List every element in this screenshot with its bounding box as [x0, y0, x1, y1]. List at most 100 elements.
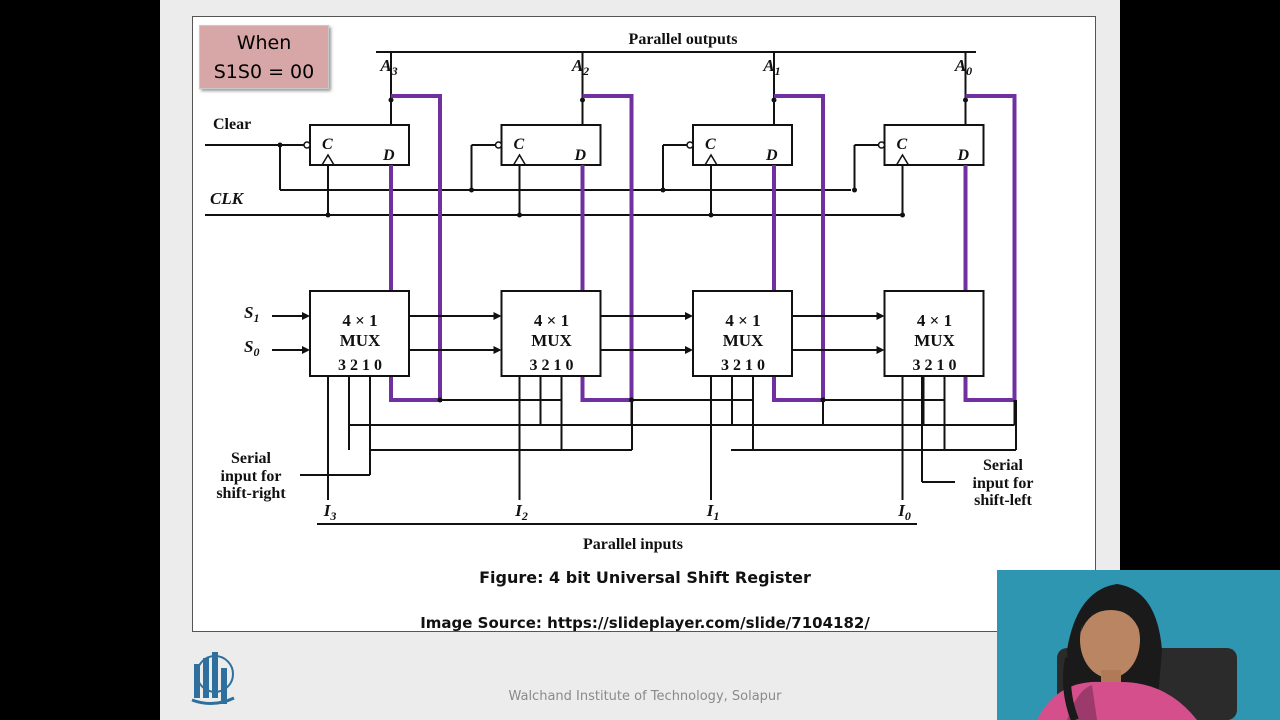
presenter-webcam [997, 570, 1280, 720]
mux-box [500, 290, 602, 377]
output-label-2: A1 [762, 56, 780, 78]
serial-left-line3: shift-left [974, 492, 1032, 509]
output-subscript: 0 [966, 64, 972, 78]
flipflop-c-label: C [514, 136, 525, 153]
output-letter: A [762, 56, 774, 75]
clear-bubble-icon [494, 141, 503, 149]
image-source: Image Source: https://slideplayer.com/sl… [420, 614, 870, 632]
clear-bubble-icon [877, 141, 886, 149]
institute-footer: Walchand Institute of Technology, Solapu… [508, 689, 782, 704]
institute-logo [191, 652, 235, 705]
s0-label: S0 [244, 337, 259, 359]
parallel-outputs-label: Parallel outputs [629, 31, 738, 48]
input-letter: I [897, 501, 906, 520]
arrow-icon [493, 346, 502, 354]
clear-label: Clear [213, 116, 251, 133]
input-letter: I [323, 501, 332, 520]
output-letter: A [571, 56, 583, 75]
output-subscript: 3 [391, 64, 398, 78]
flipflop-c-label: C [897, 136, 908, 153]
junction-dot [469, 187, 474, 193]
cross-connections [349, 376, 1017, 482]
flipflop-c-label: C [705, 136, 716, 153]
s1-label: S1 [244, 303, 259, 325]
flipflop-d-label: D [574, 147, 587, 164]
mux-line1: 4 × 1 [342, 311, 377, 330]
output-subscript: 2 [582, 64, 589, 78]
input-subscript: 3 [329, 509, 336, 523]
output-letter: A [954, 56, 966, 75]
condition-line2: S1S0 = 00 [213, 61, 315, 83]
s1-subscript: 1 [253, 311, 259, 325]
output-subscript: 1 [775, 64, 781, 78]
junction-dot [325, 212, 331, 218]
condition-box: When S1S0 = 00 [199, 25, 329, 89]
presenter-image [997, 570, 1280, 720]
flipflop-d-label: D [765, 147, 778, 164]
flipflop-c-label: C [322, 136, 333, 153]
serial-left-line1: Serial [983, 457, 1024, 474]
s0-arrow-icon [302, 346, 310, 354]
s0-subscript: 0 [253, 345, 259, 359]
arrow-icon [493, 312, 502, 320]
arrow-icon [685, 346, 693, 354]
figure-caption: Figure: 4 bit Universal Shift Register [479, 568, 811, 587]
condition-line1: When [236, 32, 292, 54]
junction-dot [963, 97, 968, 103]
junction-dot [437, 397, 443, 403]
junction-dot [852, 187, 857, 193]
mux-line2: MUX [340, 331, 381, 350]
junction-dot [277, 142, 283, 148]
junction-dot [820, 397, 826, 403]
flipflop-d-label: D [382, 147, 395, 164]
flipflop-d-label: D [957, 147, 970, 164]
input-subscript: 0 [905, 509, 911, 523]
junction-dot [708, 212, 714, 218]
output-label-3: A0 [954, 56, 972, 78]
mux-line1: 4 × 1 [534, 311, 569, 330]
mux-pins: 3 2 1 0 [530, 357, 574, 374]
mux-pins: 3 2 1 0 [913, 357, 957, 374]
mux-line1: 4 × 1 [725, 311, 760, 330]
input-label-0: I3 [323, 501, 337, 523]
input-subscript: 1 [713, 509, 719, 523]
input-label-2: I1 [706, 501, 720, 523]
output-label-0: A3 [379, 56, 397, 78]
mux-line2: MUX [723, 331, 764, 350]
output-label-1: A2 [571, 56, 589, 78]
serial-right-line3: shift-right [216, 485, 286, 502]
parallel-inputs-label: Parallel inputs [583, 536, 683, 553]
input-subscript: 2 [521, 509, 528, 523]
junction-dot [660, 187, 666, 193]
mux-box [309, 290, 410, 377]
arrow-icon [876, 312, 885, 320]
clk-label: CLK [210, 189, 245, 208]
arrow-icon [876, 346, 885, 354]
junction-dot [900, 212, 905, 218]
clear-bubble-icon [303, 141, 311, 149]
input-label-3: I0 [897, 501, 911, 523]
junction-dot [517, 212, 522, 218]
mux-line2: MUX [531, 331, 572, 350]
clear-bubble-icon [686, 141, 694, 149]
serial-right-line2: input for [221, 468, 282, 485]
junction-dot [580, 97, 585, 103]
arrow-icon [685, 312, 693, 320]
s1-arrow-icon [302, 312, 310, 320]
serial-left-line2: input for [973, 475, 1034, 492]
mux-pins: 3 2 1 0 [338, 357, 382, 374]
input-letter: I [514, 501, 523, 520]
serial-right-line1: Serial [231, 450, 272, 467]
s0-letter: S [244, 337, 253, 356]
mux-line1: 4 × 1 [917, 311, 952, 330]
mux-box [692, 290, 793, 377]
s1-letter: S [244, 303, 253, 322]
